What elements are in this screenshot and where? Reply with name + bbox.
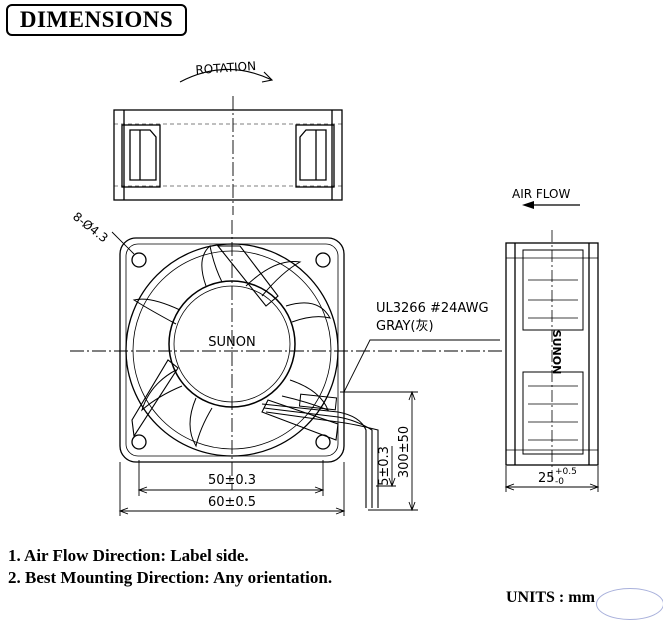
rotation-label: ROTATION — [195, 59, 257, 77]
side-view: AIR FLOW SUNON — [504, 187, 600, 492]
units-value: : mm — [558, 589, 595, 606]
note-airflow: 1. Air Flow Direction: Label side. — [8, 546, 249, 565]
wire-spec-label: UL3266 #24AWG — [376, 301, 489, 316]
dim-5-label: 5±0.3 — [377, 446, 392, 486]
wire-color-label: GRAY(灰) — [376, 319, 434, 334]
units-key: UNITS — [506, 589, 555, 606]
fan-dimension-drawing: ROTATION — [70, 59, 600, 516]
units-label: UNITS : mm — [506, 589, 595, 607]
dim-60-label: 60±0.5 — [208, 495, 256, 510]
dim-300-label: 300±50 — [397, 426, 412, 478]
air-flow-label: AIR FLOW — [512, 187, 571, 201]
dim-25-tol-upper: +0.5 — [555, 467, 577, 477]
seal-stamp — [596, 588, 663, 620]
note-mounting: 2. Best Mounting Direction: Any orientat… — [8, 568, 333, 587]
dim-25-label: 25 — [538, 471, 555, 486]
hole-spec-label: 8-Ø4.3 — [70, 209, 111, 245]
top-view: ROTATION — [113, 59, 343, 215]
dim-50-label: 50±0.3 — [208, 473, 256, 488]
dimensions-title: DIMENSIONS — [6, 4, 187, 36]
front-view: 8-Ø4.3 SUNON UL3266 #24AWG GRAY(灰) — [70, 209, 505, 508]
side-brand-label: SUNON — [550, 330, 563, 375]
front-dimensions — [118, 390, 418, 516]
brand-label: SUNON — [208, 335, 255, 350]
dim-25-tol-lower: -0 — [555, 477, 564, 487]
